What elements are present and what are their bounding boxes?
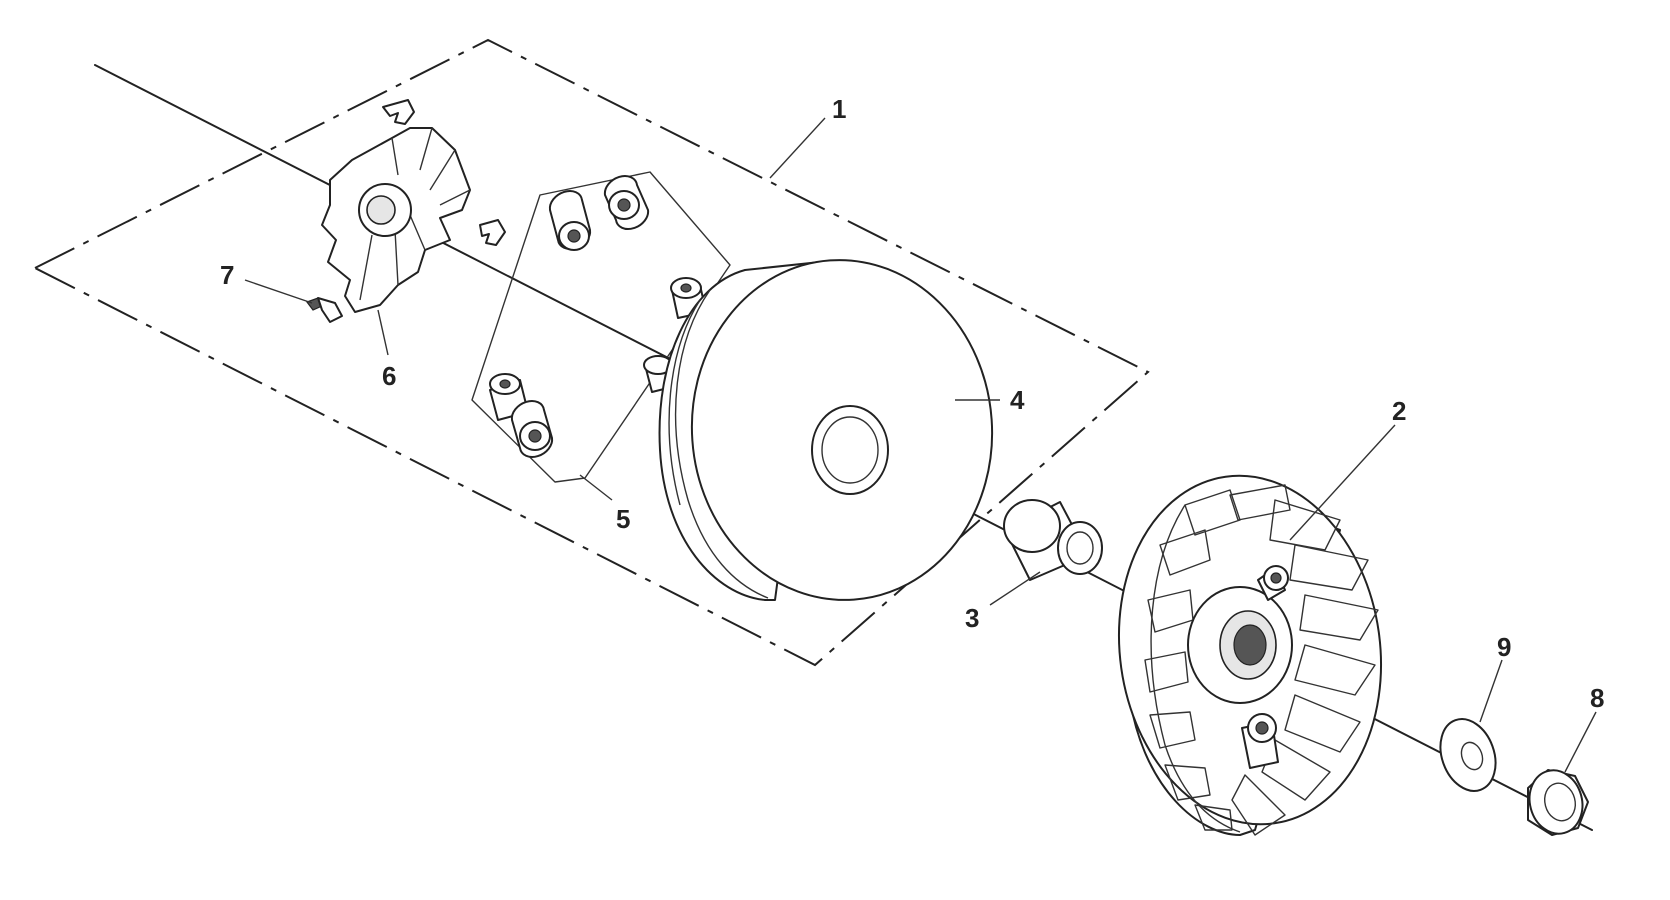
washer [1439,718,1497,792]
roller-weight-group [471,171,731,483]
callout-7: 7 [220,260,234,290]
callout-8: 8 [1590,683,1604,713]
leader-7 [244,279,313,304]
callout-2: 2 [1392,396,1406,426]
leader-5 [579,474,613,501]
leader-1 [769,117,826,179]
roller-weight-f [510,400,554,458]
drive-face-sleeve [1003,499,1103,581]
flange-nut [1527,769,1589,836]
callout-3: 3 [965,603,979,633]
leader-3 [989,571,1041,606]
leader-8 [1564,711,1597,773]
leader-lines [244,117,1597,773]
callout-9: 9 [1497,632,1511,662]
slider-clip-top [382,99,415,125]
ramp-plate [321,127,471,313]
assembly-boundary [32,38,1150,667]
movable-drive-face [658,259,994,601]
leader-9 [1479,659,1503,723]
roller-weight-a [548,190,592,251]
slider-clip-right [479,219,506,246]
callout-4: 4 [1010,385,1025,415]
slider-piece [306,297,343,323]
callout-5: 5 [616,504,630,534]
leader-6 [377,309,389,356]
callout-6: 6 [382,361,396,391]
roller-weight-b [603,175,650,230]
fixed-drive-face-fan [1117,474,1383,836]
callout-1: 1 [832,94,846,124]
leader-2 [1289,424,1396,541]
